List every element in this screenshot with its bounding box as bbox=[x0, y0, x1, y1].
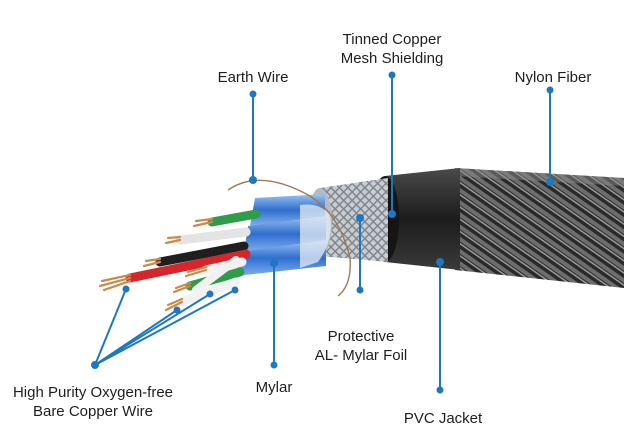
label-nylon-fiber: Nylon Fiber bbox=[514, 69, 592, 86]
foil-pairs bbox=[236, 194, 331, 276]
label-protective-foil: Protective AL- Mylar Foil bbox=[296, 327, 426, 365]
label-mylar: Mylar bbox=[255, 379, 293, 396]
inner-wires bbox=[125, 209, 261, 307]
label-copper-wire: High Purity Oxygen-free Bare Copper Wire bbox=[0, 383, 186, 421]
label-earth-wire: Earth Wire bbox=[217, 69, 289, 86]
label-protective-foil-line2: AL- Mylar Foil bbox=[314, 347, 408, 364]
label-pvc-jacket: PVC Jacket bbox=[403, 410, 483, 427]
leader-dots bbox=[91, 71, 554, 394]
copper-strands bbox=[98, 217, 214, 312]
earth-wire bbox=[227, 179, 351, 297]
leader-lines bbox=[94, 75, 551, 390]
label-tinned-copper-line1: Tinned Copper bbox=[342, 31, 442, 48]
label-tinned-copper: Tinned Copper Mesh Shielding bbox=[330, 30, 454, 68]
nylon-braid bbox=[455, 168, 624, 288]
label-copper-wire-line1: High Purity Oxygen-free bbox=[12, 384, 174, 401]
label-protective-foil-line1: Protective bbox=[327, 328, 395, 345]
label-tinned-copper-line2: Mesh Shielding bbox=[340, 50, 444, 67]
label-copper-wire-line2: Bare Copper Wire bbox=[32, 403, 154, 420]
